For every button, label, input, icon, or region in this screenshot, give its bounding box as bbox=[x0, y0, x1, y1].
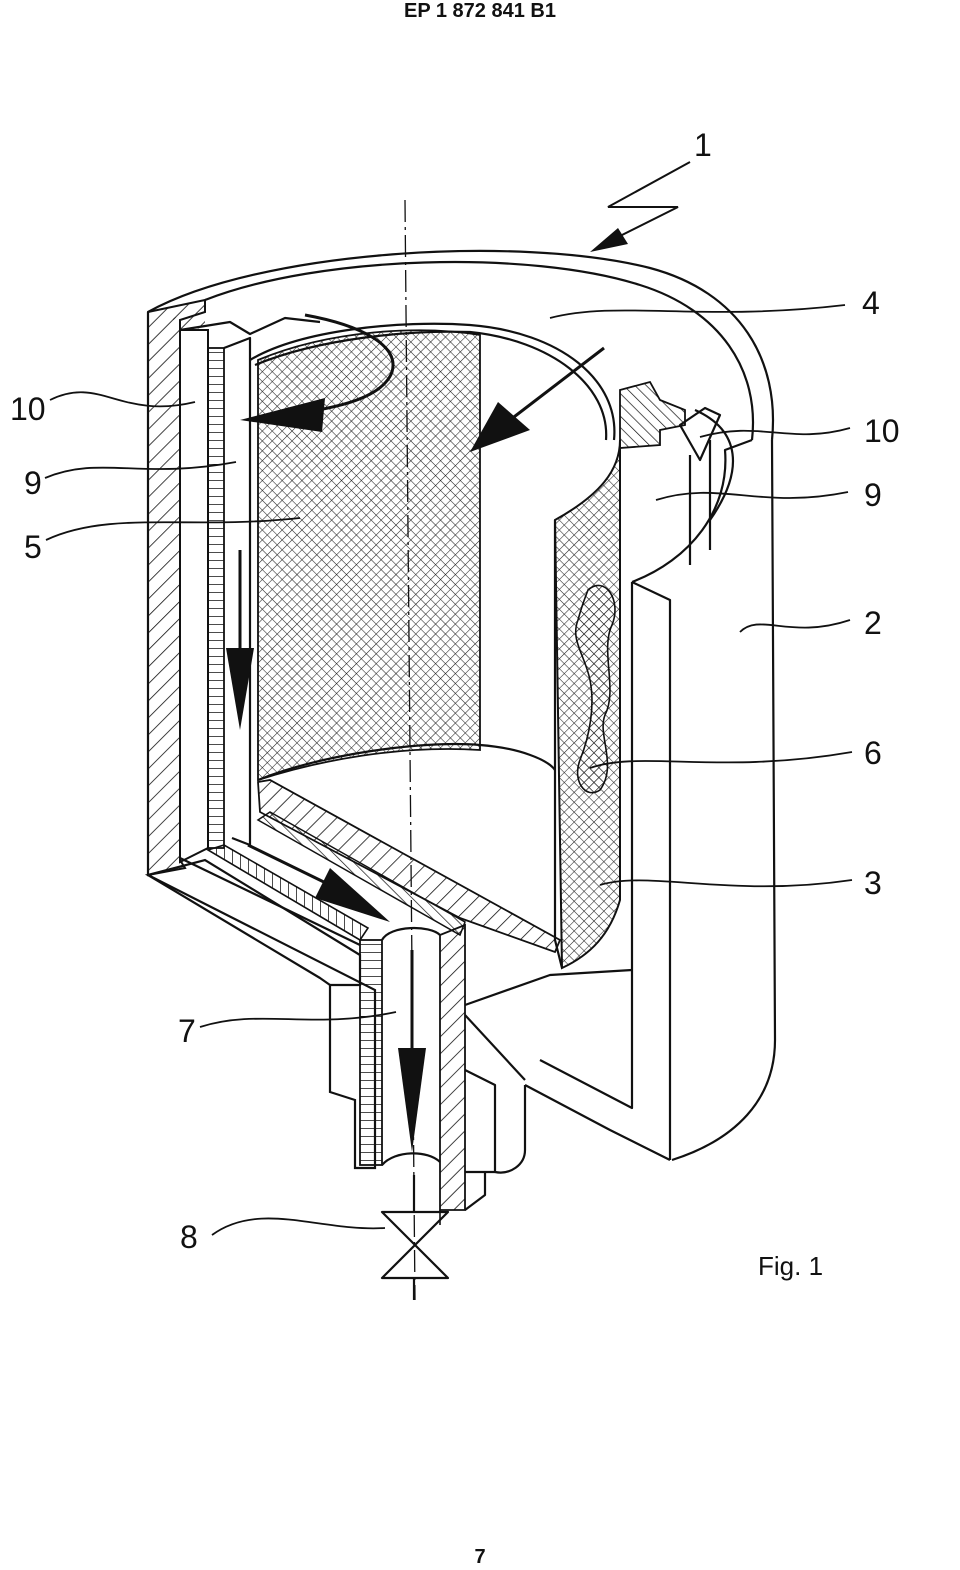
label-2: 2 bbox=[864, 605, 882, 641]
label-10-left: 10 bbox=[10, 391, 46, 427]
leader-lines bbox=[44, 304, 853, 1236]
flow-arrows bbox=[226, 161, 691, 1152]
label-1: 1 bbox=[694, 127, 712, 163]
label-10-right: 10 bbox=[864, 413, 900, 449]
seal-6 bbox=[574, 584, 616, 794]
valve-8 bbox=[380, 1175, 450, 1300]
patent-number-header: EP 1 872 841 B1 bbox=[404, 0, 556, 22]
page-number: 7 bbox=[474, 1546, 486, 1568]
figure-caption: Fig. 1 bbox=[758, 1251, 823, 1281]
label-6: 6 bbox=[864, 735, 882, 771]
label-3: 3 bbox=[864, 865, 882, 901]
label-5: 5 bbox=[24, 529, 42, 565]
inner-wall-10 bbox=[179, 316, 734, 942]
filter-element-5 bbox=[249, 322, 621, 970]
label-8: 8 bbox=[180, 1219, 198, 1255]
label-9-right: 9 bbox=[864, 477, 882, 513]
channel-9 bbox=[223, 336, 252, 847]
label-7: 7 bbox=[178, 1013, 196, 1049]
discharge-pipe-7 bbox=[359, 923, 633, 1225]
label-9-left: 9 bbox=[24, 465, 42, 501]
label-4: 4 bbox=[862, 285, 880, 321]
